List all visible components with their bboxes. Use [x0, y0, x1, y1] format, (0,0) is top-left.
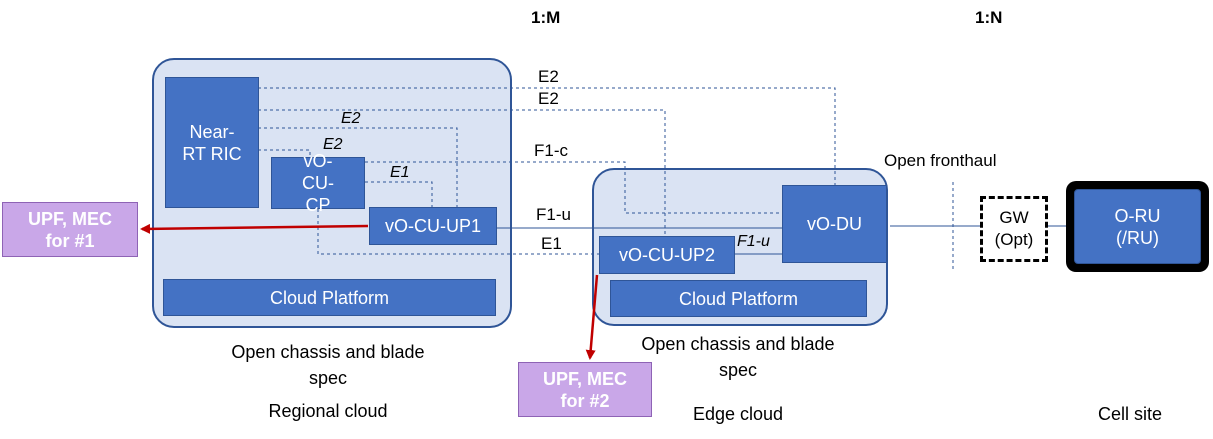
edge-cloud-platform[interactable]: Cloud Platform [610, 280, 867, 317]
e2-line-cp [258, 149, 311, 157]
e1-label: E1 [541, 234, 562, 253]
gw-label: GW (Opt) [994, 208, 1034, 249]
edge-spec-text: Open chassis and blade spec [641, 334, 835, 380]
regional-spec-caption: Open chassis and blade spec [228, 339, 428, 391]
vo-cu-up1-box[interactable]: vO-CU-UP1 [369, 207, 497, 245]
near-rt-ric-box[interactable]: Near-RT RIC [165, 77, 259, 208]
gw-box[interactable]: GW (Opt) [980, 196, 1048, 262]
upf-mec-1-box[interactable]: UPF, MEC for #1 [2, 202, 138, 257]
vo-cu-up2-box[interactable]: vO-CU-UP2 [599, 236, 735, 274]
f1c-label: F1-c [534, 141, 568, 160]
edge-spec-caption: Open chassis and blade spec [638, 331, 838, 383]
upf2-arrow [585, 274, 599, 360]
e2-label-mid: E2 [341, 110, 361, 127]
ratio-1-m: 1:M [531, 8, 561, 27]
e2-label-top1: E2 [538, 67, 559, 86]
upf-mec-2-box[interactable]: UPF, MEC for #2 [518, 362, 652, 417]
e2-label-low: E2 [323, 136, 343, 153]
cell-site-caption: Cell site [1097, 404, 1163, 424]
regional-cloud-platform[interactable]: Cloud Platform [163, 279, 496, 316]
f1u-edge-label: F1-u [737, 233, 770, 250]
ratio-1-n: 1:N [975, 8, 1003, 27]
e1-label-inner: E1 [390, 164, 410, 181]
vo-du-box[interactable]: vO-DU [782, 185, 887, 263]
o-ru-box: O-RU (/RU) [1074, 189, 1201, 264]
edge-cloud-caption: Edge cloud [692, 404, 784, 424]
regional-spec-text: Open chassis and blade spec [231, 342, 425, 388]
upf1-arrow [140, 223, 369, 234]
open-fronthaul-label: Open fronthaul [884, 151, 997, 170]
e2-line-up1 [258, 127, 458, 207]
e1-line [317, 209, 599, 255]
e1-inner-line [365, 181, 433, 207]
vo-cu-cp-box[interactable]: vO-CU-CP [271, 151, 365, 215]
o-ru-frame[interactable]: O-RU (/RU) [1066, 181, 1209, 272]
e2-label-top2: E2 [538, 89, 559, 108]
regional-cloud-caption: Regional cloud [268, 401, 388, 421]
f1u-label: F1-u [536, 205, 571, 224]
f1c-line [365, 161, 782, 214]
e2-line-du [258, 87, 836, 185]
